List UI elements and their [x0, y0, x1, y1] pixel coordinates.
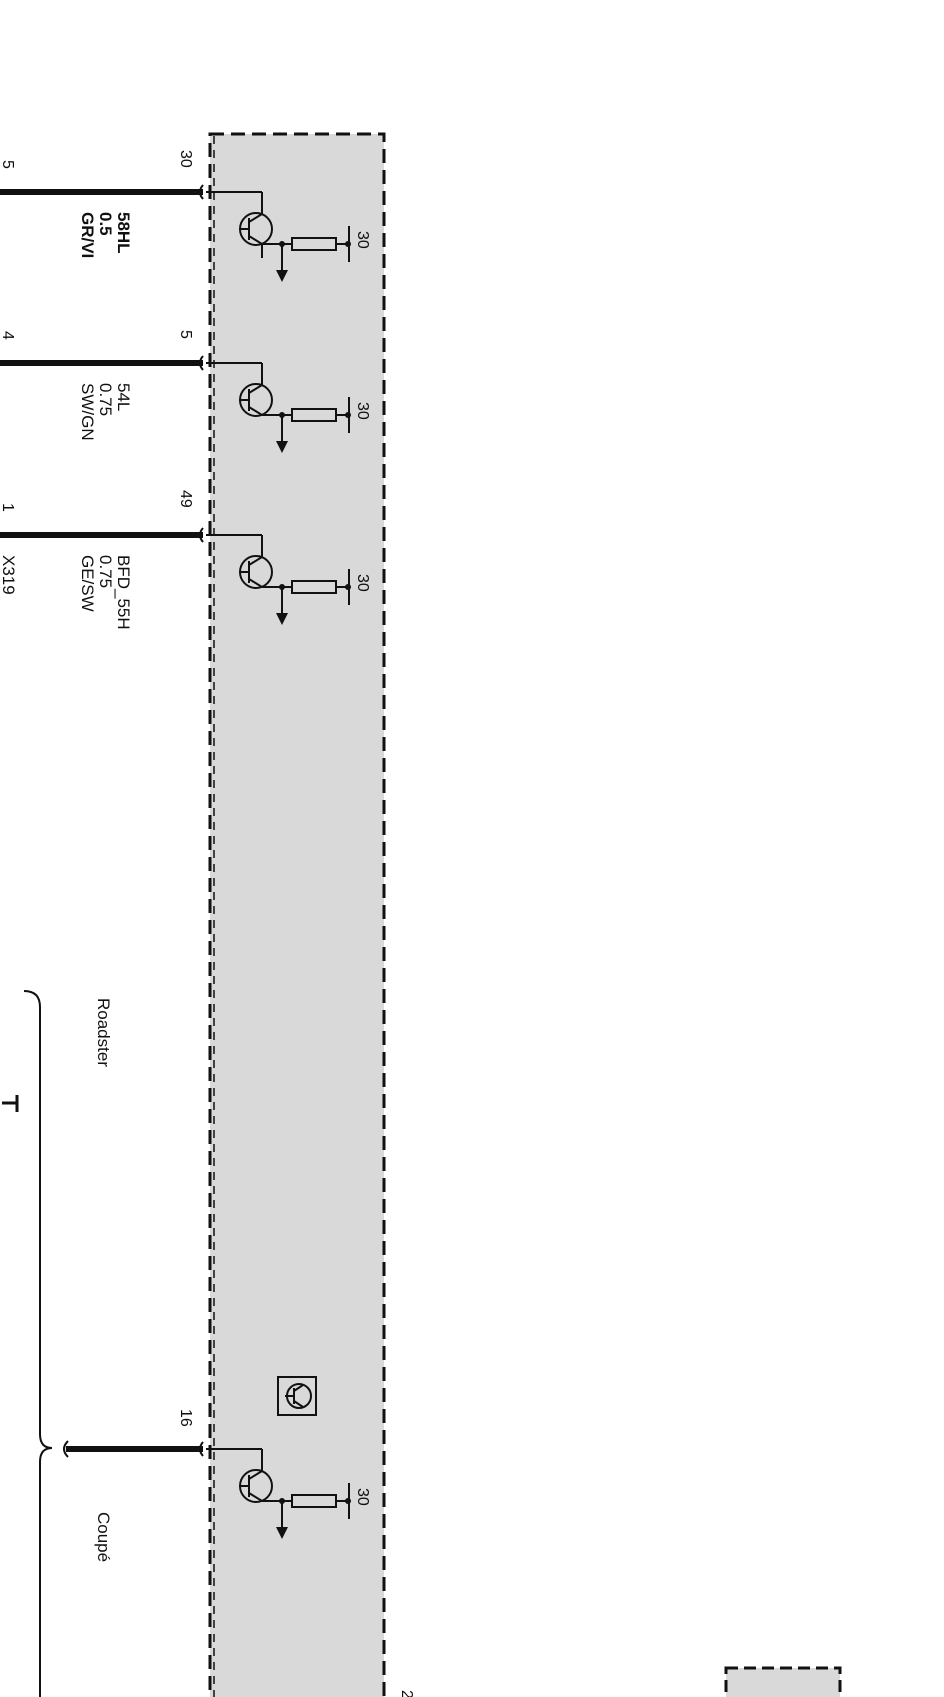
- connector-pin-1: 5: [0, 160, 16, 169]
- wire-2-gauge: 0.75: [96, 383, 115, 416]
- wire-4-terminal: [199, 1441, 204, 1457]
- circuit-4: [63, 1440, 351, 1539]
- output-stage-2: [206, 362, 350, 441]
- output-stage-3: [206, 534, 350, 613]
- wire-2-color: SW/GN: [78, 383, 97, 441]
- supply-label-2: 30: [354, 402, 371, 420]
- variant-brace: [23, 990, 53, 1697]
- module-pin-1: 30: [177, 150, 194, 168]
- wire-1-gauge: 0.5: [96, 212, 115, 236]
- circuit-2: [0, 355, 351, 453]
- wire-3-terminal: [199, 527, 204, 543]
- supply-label-1: 30: [354, 231, 371, 249]
- wire-2-signal: 54L: [114, 383, 133, 411]
- module-pin-4: 16: [177, 1409, 194, 1427]
- supply-label-4: 30: [354, 1488, 371, 1506]
- wire-1-color: GR/VI: [78, 212, 97, 258]
- control-module-box: [208, 132, 386, 1697]
- connector-label: X319: [0, 555, 18, 595]
- circuit-1: [0, 184, 351, 282]
- connector-pin-2: 4: [0, 331, 16, 340]
- variant-coupe-label: Coupé: [94, 1512, 113, 1562]
- wire-4-start: [63, 1440, 69, 1458]
- transistor-output-symbol-icon: [277, 1376, 317, 1416]
- circuit-3: [0, 527, 351, 625]
- wire-1-signal: 58HL: [114, 212, 133, 254]
- module-pin-2: 5: [177, 330, 194, 339]
- variant-roadster-label: Roadster: [94, 998, 113, 1067]
- wire-3-signal: BFD_55H: [114, 555, 133, 630]
- ground-tee-icon: [2, 1095, 19, 1112]
- wire-1-terminal: [199, 184, 204, 200]
- wire-2-terminal: [199, 355, 204, 371]
- edge-mark-label: 2: [398, 1690, 415, 1697]
- wire-3-gauge: 0.75: [96, 555, 115, 588]
- secondary-module-box: [724, 1666, 842, 1697]
- module-pin-3: 49: [177, 490, 194, 508]
- output-stage-4: [206, 1448, 350, 1527]
- supply-label-3: 30: [354, 574, 371, 592]
- connector-pin-3: 1: [0, 503, 16, 512]
- wire-3-color: GE/SW: [78, 555, 97, 612]
